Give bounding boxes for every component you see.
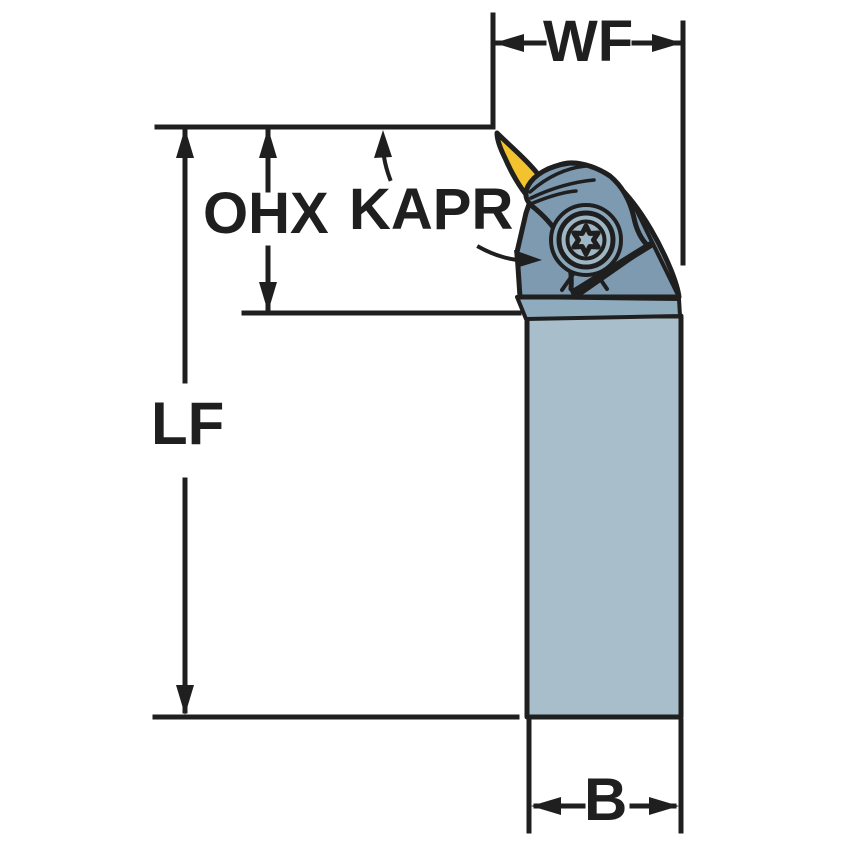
head-shank-band xyxy=(515,295,682,321)
arrowheads xyxy=(176,34,682,815)
kapr-arrow-right xyxy=(514,250,542,268)
b-arrow-right xyxy=(649,797,679,815)
lf-arrow-down xyxy=(176,685,194,715)
lf-arrow-up xyxy=(176,128,194,158)
wf-arrow-left xyxy=(494,34,524,52)
dimension-lines xyxy=(152,12,686,834)
lf-label: LF xyxy=(151,390,225,457)
ohx-arrow-up xyxy=(259,128,277,158)
wf-label: WF xyxy=(543,9,634,74)
wf-arrow-right xyxy=(652,34,682,52)
kapr-up-leader xyxy=(381,154,393,182)
torx-star-icon xyxy=(571,223,601,257)
kapr-label: KAPR xyxy=(349,177,514,242)
clamp-detail-lines xyxy=(528,164,596,240)
clamp-screw xyxy=(549,203,623,277)
ohx-label: OHX xyxy=(203,181,329,246)
ohx-arrow-down xyxy=(259,282,277,312)
reference-line-top xyxy=(154,12,496,130)
b-arrow-left xyxy=(531,797,561,815)
b-label: B xyxy=(584,766,628,833)
lf-dimension xyxy=(152,129,520,720)
head-facet-line xyxy=(630,199,679,295)
kapr-arrow-up xyxy=(374,130,392,158)
tool-holder xyxy=(494,130,684,720)
tool-shank xyxy=(524,313,684,720)
